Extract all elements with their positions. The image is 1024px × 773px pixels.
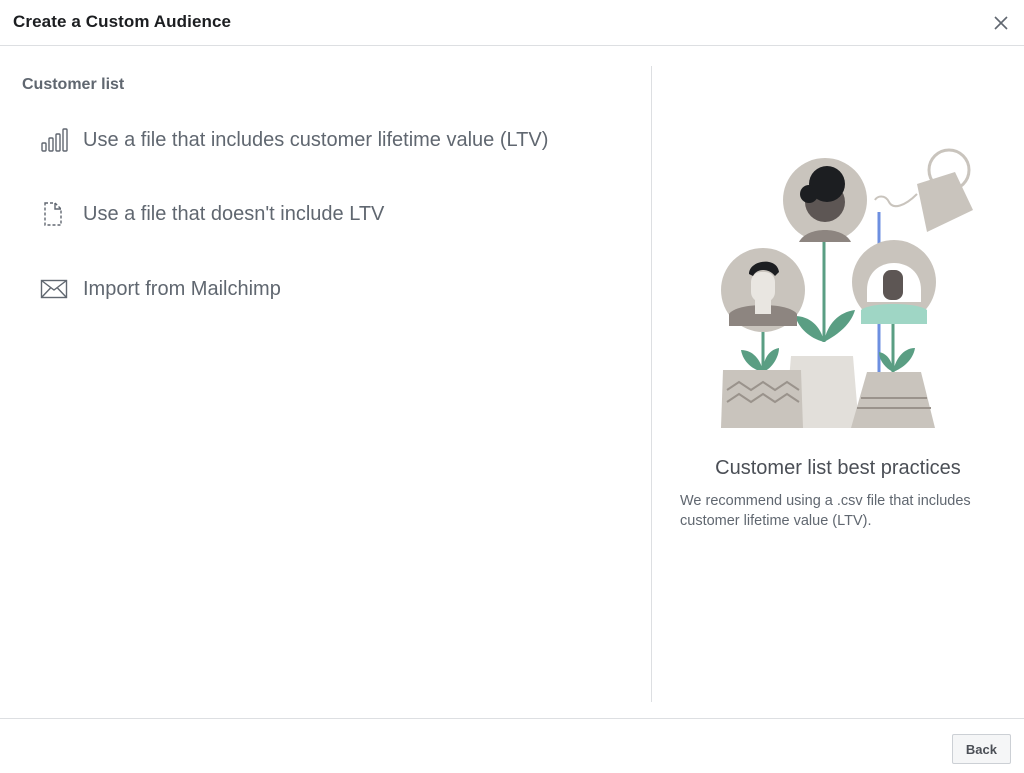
option-label: Import from Mailchimp [83,277,281,300]
pane-divider [651,66,652,702]
file-icon [40,199,74,229]
best-practices-description: We recommend using a .csv file that incl… [680,493,971,529]
envelope-icon [40,274,74,304]
close-button[interactable] [986,8,1016,38]
plant-people-illustration [721,148,973,428]
best-practices-pane: Customer list best practices We recommen… [652,46,1024,718]
close-icon [994,16,1008,30]
dialog-header: Create a Custom Audience [0,0,1024,46]
option-import-mailchimp[interactable]: Import from Mailchimp [40,271,620,307]
section-title: Customer list [22,76,125,93]
dialog-title: Create a Custom Audience [13,12,232,31]
customer-list-pane: Customer list Use a file that includes c… [0,46,652,718]
dialog-footer: Back [0,718,1024,773]
option-label: Use a file that doesn't include LTV [83,202,385,225]
option-file-without-ltv[interactable]: Use a file that doesn't include LTV [40,196,620,232]
option-file-with-ltv[interactable]: Use a file that includes customer lifeti… [40,122,620,158]
option-label: Use a file that includes customer lifeti… [83,128,549,151]
back-button[interactable]: Back [951,734,1011,764]
bar-chart-icon [40,125,74,155]
best-practices-title: Customer list best practices [715,457,961,479]
